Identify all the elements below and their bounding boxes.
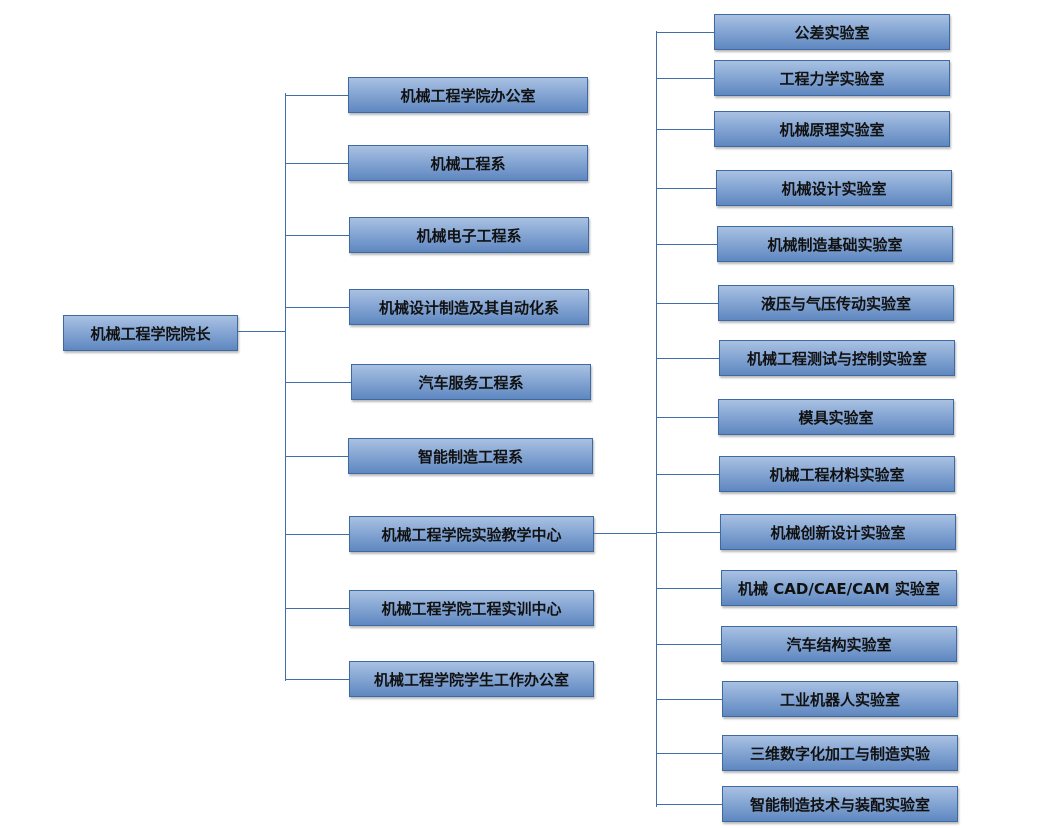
lab-branch	[656, 358, 719, 360]
lab-node-6: 液压与气压传动实验室	[718, 285, 954, 321]
department-node-9-label: 机械工程学院学生工作办公室	[373, 670, 569, 689]
lab-node-8-label: 模具实验室	[798, 408, 874, 427]
root-node: 机械工程学院院长	[63, 315, 238, 351]
lab-node-5-label: 机械制造基础实验室	[767, 235, 903, 254]
department-node-5: 汽车服务工程系	[351, 364, 591, 400]
department-node-5-label: 汽车服务工程系	[418, 373, 524, 392]
lab-branch	[656, 188, 716, 190]
department-node-3-label: 机械电子工程系	[416, 226, 522, 245]
department-node-4-label: 机械设计制造及其自动化系	[378, 298, 559, 317]
lab-branch	[656, 532, 720, 534]
department-branch	[285, 235, 349, 237]
lab-node-5: 机械制造基础实验室	[717, 226, 953, 262]
lab-branch	[656, 303, 718, 305]
root-node-label: 机械工程学院院长	[90, 324, 211, 343]
lab-node-4: 机械设计实验室	[716, 170, 952, 206]
lab-node-15-label: 智能制造技术与装配实验室	[749, 795, 930, 814]
department-node-9: 机械工程学院学生工作办公室	[349, 661, 594, 697]
department-node-8-label: 机械工程学院工程实训中心	[381, 599, 562, 618]
lab-node-1: 公差实验室	[714, 14, 950, 50]
department-node-8: 机械工程学院工程实训中心	[349, 590, 594, 626]
lab-branch	[656, 644, 721, 646]
lab-node-14: 三维数字化加工与制造实验	[722, 735, 958, 771]
lab-node-9: 机械工程材料实验室	[719, 456, 955, 492]
lab-node-3-label: 机械原理实验室	[779, 120, 885, 139]
department-branch	[285, 163, 348, 165]
lab-branch	[656, 244, 717, 246]
lab-node-2: 工程力学实验室	[714, 60, 950, 96]
department-node-2: 机械工程系	[348, 145, 588, 181]
lab-node-12-label: 汽车结构实验室	[786, 635, 892, 654]
lab-branch	[656, 699, 722, 701]
lab-node-8: 模具实验室	[718, 399, 954, 435]
lab-node-9-label: 机械工程材料实验室	[769, 465, 905, 484]
department-trunk	[285, 93, 287, 681]
lab-branch	[656, 753, 722, 755]
lab-node-10: 机械创新设计实验室	[720, 514, 956, 550]
department-branch	[285, 456, 348, 458]
lab-node-13-label: 工业机器人实验室	[779, 690, 900, 709]
lab-center-connector	[594, 533, 656, 535]
lab-branch	[656, 804, 722, 806]
lab-node-1-label: 公差实验室	[794, 23, 870, 42]
department-node-3: 机械电子工程系	[349, 217, 589, 253]
lab-node-11: 机械 CAD/CAE/CAM 实验室	[721, 570, 957, 606]
lab-branch	[656, 129, 714, 131]
department-node-1: 机械工程学院办公室	[348, 77, 588, 113]
lab-branch	[656, 588, 721, 590]
lab-branch	[656, 78, 714, 80]
department-node-1-label: 机械工程学院办公室	[400, 86, 536, 105]
lab-node-2-label: 工程力学实验室	[779, 69, 885, 88]
department-node-7-label: 机械工程学院实验教学中心	[381, 525, 562, 544]
department-branch	[285, 307, 349, 309]
lab-branch	[656, 417, 718, 419]
lab-node-4-label: 机械设计实验室	[781, 179, 887, 198]
department-node-7: 机械工程学院实验教学中心	[349, 516, 594, 552]
department-node-2-label: 机械工程系	[430, 154, 506, 173]
lab-trunk	[656, 31, 658, 807]
department-node-6: 智能制造工程系	[348, 438, 593, 474]
lab-branch	[656, 474, 719, 476]
lab-node-3: 机械原理实验室	[714, 111, 950, 147]
department-branch	[285, 95, 348, 97]
department-branch	[285, 608, 349, 610]
department-branch	[285, 679, 349, 681]
lab-node-7: 机械工程测试与控制实验室	[719, 340, 955, 376]
lab-node-13: 工业机器人实验室	[722, 681, 958, 717]
department-node-4: 机械设计制造及其自动化系	[349, 289, 589, 325]
lab-node-15: 智能制造技术与装配实验室	[722, 786, 958, 822]
department-branch	[285, 382, 351, 384]
department-node-6-label: 智能制造工程系	[417, 447, 523, 466]
lab-node-10-label: 机械创新设计实验室	[770, 523, 906, 542]
root-connector	[238, 331, 286, 333]
lab-node-6-label: 液压与气压传动实验室	[760, 294, 911, 313]
lab-branch	[656, 32, 714, 34]
lab-node-7-label: 机械工程测试与控制实验室	[746, 349, 927, 368]
lab-node-12: 汽车结构实验室	[721, 626, 957, 662]
department-branch	[285, 534, 349, 536]
lab-node-11-label: 机械 CAD/CAE/CAM 实验室	[738, 579, 940, 598]
lab-node-14-label: 三维数字化加工与制造实验	[749, 744, 930, 763]
